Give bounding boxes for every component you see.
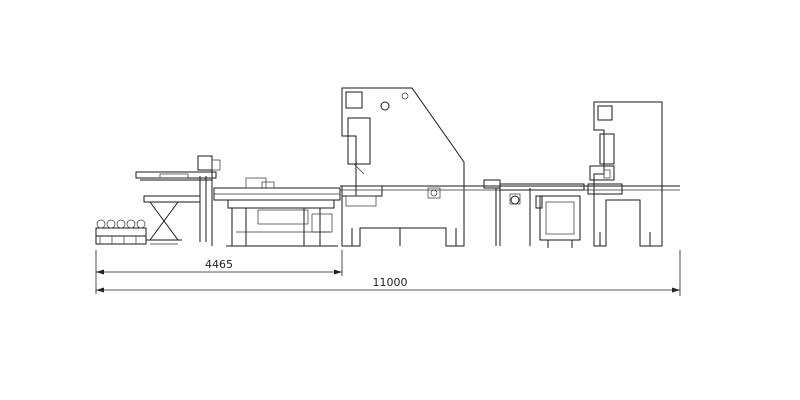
roller-conveyor — [95, 219, 147, 245]
main-press — [341, 87, 465, 247]
scissor-lift-table — [135, 155, 221, 246]
feeding-table — [213, 177, 341, 247]
dimension-4465-label: 4465 — [205, 258, 233, 271]
control-cabinet — [535, 195, 581, 248]
dimension-4465: 4465 — [95, 250, 343, 294]
transfer-conveyor — [340, 179, 680, 246]
dimension-11000: 11000 — [96, 250, 681, 296]
secondary-press — [587, 101, 663, 247]
dimension-11000-label: 11000 — [373, 276, 408, 289]
